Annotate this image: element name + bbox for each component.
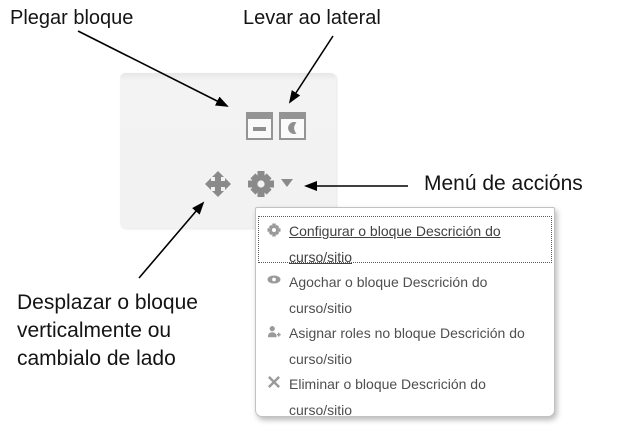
block-actions-menu: Configurar o bloque Descrición do curso/… bbox=[255, 207, 555, 418]
menu-item-hide[interactable]: Agochar o bloque Descrición do curso/sit… bbox=[256, 265, 554, 316]
eye-icon bbox=[266, 274, 281, 285]
collapse-annotation-label: Plegar bloque bbox=[10, 7, 134, 29]
menu-item-label[interactable]: Agochar o bloque Descrición do curso/sit… bbox=[289, 274, 488, 316]
window-titlebar bbox=[281, 114, 304, 119]
dock-annotation-label: Levar ao lateral bbox=[243, 7, 381, 29]
minus-icon bbox=[253, 127, 266, 131]
moodle-block bbox=[120, 73, 336, 228]
delete-icon bbox=[266, 376, 281, 388]
move-annotation-line2: verticalmente ou bbox=[17, 319, 172, 342]
actions-menu-annotation-label: Menú de accións bbox=[424, 172, 583, 195]
gear-icon[interactable] bbox=[247, 170, 275, 198]
user-add-icon bbox=[266, 325, 281, 339]
menu-item-label[interactable]: Configurar o bloque Descrición do curso/… bbox=[289, 223, 501, 265]
dock-block-window-icon[interactable] bbox=[279, 112, 306, 140]
gear-icon bbox=[266, 223, 281, 237]
dock-crescent-icon bbox=[285, 121, 299, 140]
move-annotation-line1: Desplazar o bloque bbox=[17, 291, 198, 314]
menu-item-assign-roles[interactable]: Asignar roles no bloque Descrición do cu… bbox=[256, 316, 554, 367]
move-block-icon[interactable] bbox=[204, 170, 232, 198]
menu-item-label[interactable]: Eliminar o bloque Descrición do curso/si… bbox=[289, 376, 486, 418]
caret-down-icon[interactable] bbox=[281, 179, 293, 187]
window-titlebar bbox=[248, 114, 271, 119]
collapse-block-window-icon[interactable] bbox=[246, 112, 273, 140]
menu-item-delete[interactable]: Eliminar o bloque Descrición do curso/si… bbox=[256, 367, 554, 418]
menu-item-label[interactable]: Asignar roles no bloque Descrición do cu… bbox=[289, 325, 525, 367]
move-annotation-line3: cambialo de lado bbox=[17, 347, 176, 370]
menu-item-configure[interactable]: Configurar o bloque Descrición do curso/… bbox=[256, 214, 554, 265]
move-annotation-label: Desplazar o bloque verticalmente ou camb… bbox=[17, 289, 198, 373]
